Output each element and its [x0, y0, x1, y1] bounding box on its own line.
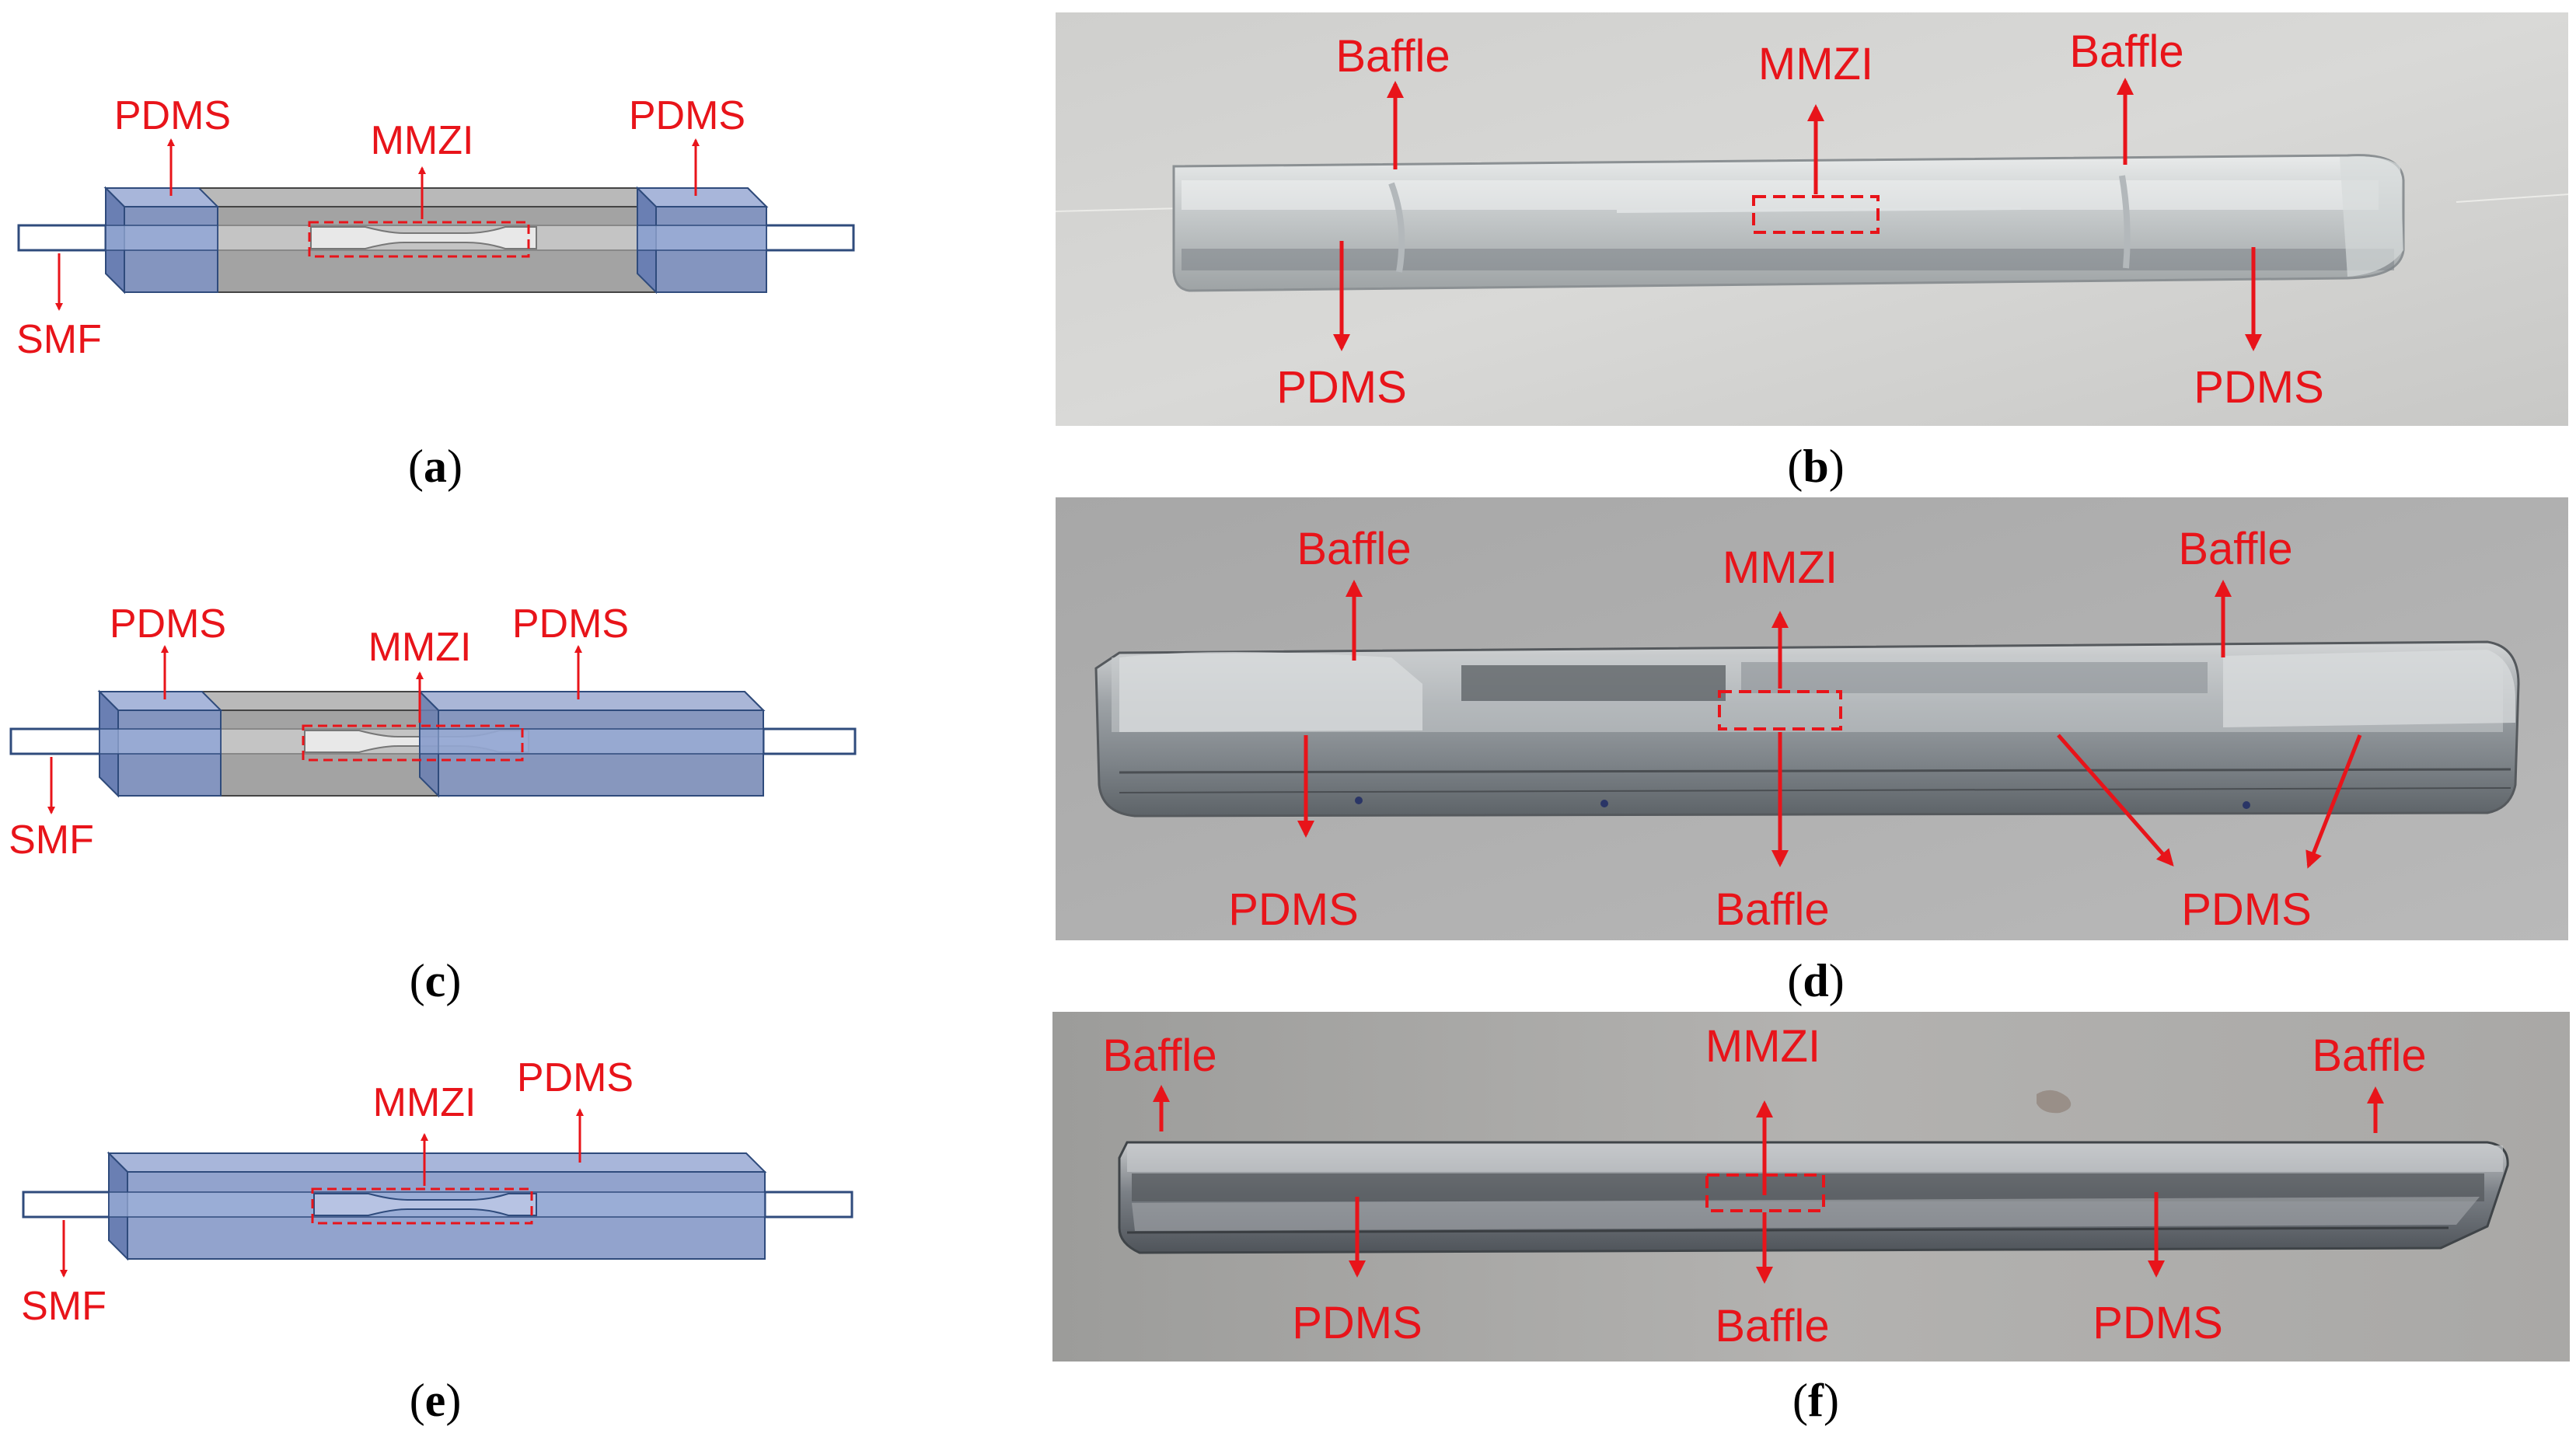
device-b [1172, 154, 2405, 292]
mmzi-taper [313, 1193, 537, 1216]
panel-e: MMZI PDMS SMF (e) [21, 1055, 853, 1426]
device-f [1118, 1141, 2509, 1254]
label-pdms: PDMS [517, 1055, 634, 1100]
label-mmzi: MMZI [1723, 542, 1838, 593]
smf-right [762, 727, 857, 755]
mmzi-box-b [1752, 195, 1880, 234]
panel-b: Baffle MMZI Baffle PDMS PDMS (b) [1055, 12, 2569, 492]
label-baffle-bottom: Baffle [1715, 884, 1829, 935]
label-baffle-left: Baffle [1335, 31, 1450, 82]
caption-d: (d) [1787, 955, 1844, 1006]
label-pdms-right: PDMS [2194, 362, 2324, 413]
label-smf: SMF [16, 317, 102, 362]
pdms-block-right [635, 186, 769, 295]
label-baffle-right: Baffle [2069, 26, 2183, 77]
mmzi-taper [310, 226, 537, 249]
device-d [1094, 640, 2520, 818]
caption-a: (a) [408, 441, 462, 492]
label-baffle-right: Baffle [2312, 1030, 2426, 1081]
label-pdms-left: PDMS [1292, 1298, 1422, 1348]
label-baffle-bottom: Baffle [1715, 1301, 1829, 1351]
caption-f: (f) [1792, 1375, 1839, 1426]
label-mmzi: MMZI [1705, 1021, 1820, 1072]
caption-e: (e) [410, 1375, 462, 1426]
pdms-housing [106, 1151, 767, 1261]
smf-left [22, 1191, 117, 1219]
mmzi-box [311, 1187, 533, 1225]
caption-b: (b) [1787, 441, 1844, 492]
mmzi-box-d [1718, 690, 1842, 730]
smf-left [9, 727, 104, 755]
smf-right [763, 1191, 853, 1219]
panel-d: Baffle MMZI Baffle PDMS Baffle PDMS (d) [1056, 497, 2568, 1006]
label-baffle-right: Baffle [2178, 524, 2292, 574]
label-pdms-right: PDMS [512, 601, 629, 647]
label-pdms-left: PDMS [1228, 884, 1359, 935]
label-smf: SMF [21, 1284, 106, 1329]
label-mmzi: MMZI [371, 118, 474, 163]
smf-left [17, 224, 107, 252]
smf-right [760, 224, 855, 252]
mmzi-box [308, 221, 530, 258]
label-baffle-left: Baffle [1102, 1030, 1216, 1081]
label-pdms-right: PDMS [2093, 1298, 2223, 1348]
panel-a: PDMS MMZI PDMS SMF (a) [16, 93, 855, 492]
label-pdms-right: PDMS [2181, 884, 2312, 935]
mmzi-box [302, 724, 524, 762]
label-baffle-left: Baffle [1297, 524, 1411, 574]
label-pdms-right: PDMS [629, 93, 745, 138]
label-smf: SMF [9, 818, 94, 863]
pdms-block-left [103, 186, 220, 295]
label-pdms-left: PDMS [1276, 362, 1407, 413]
panel-f: Baffle MMZI Baffle PDMS Baffle PDMS (f) [1052, 1012, 2570, 1426]
label-pdms-left: PDMS [114, 93, 231, 138]
caption-c: (c) [410, 955, 462, 1006]
label-mmzi: MMZI [368, 625, 472, 670]
panel-c: PDMS MMZI PDMS SMF (c) [9, 601, 857, 1006]
pdms-block-right [417, 689, 766, 798]
label-pdms-left: PDMS [110, 601, 226, 647]
label-mmzi: MMZI [373, 1080, 476, 1125]
label-mmzi: MMZI [1758, 39, 1873, 89]
pdms-block-left [97, 689, 223, 798]
